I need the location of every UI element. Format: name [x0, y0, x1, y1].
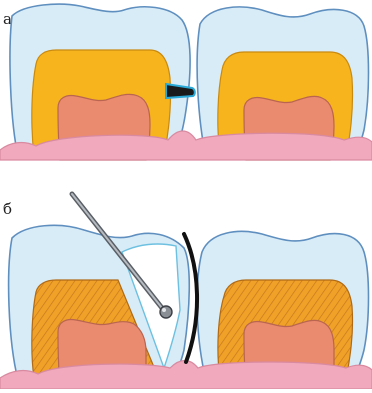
- caries-spot-icon: [166, 84, 195, 98]
- panel-b: б: [0, 194, 372, 389]
- panel-b-label: б: [3, 200, 12, 218]
- panel-a: а: [0, 4, 372, 160]
